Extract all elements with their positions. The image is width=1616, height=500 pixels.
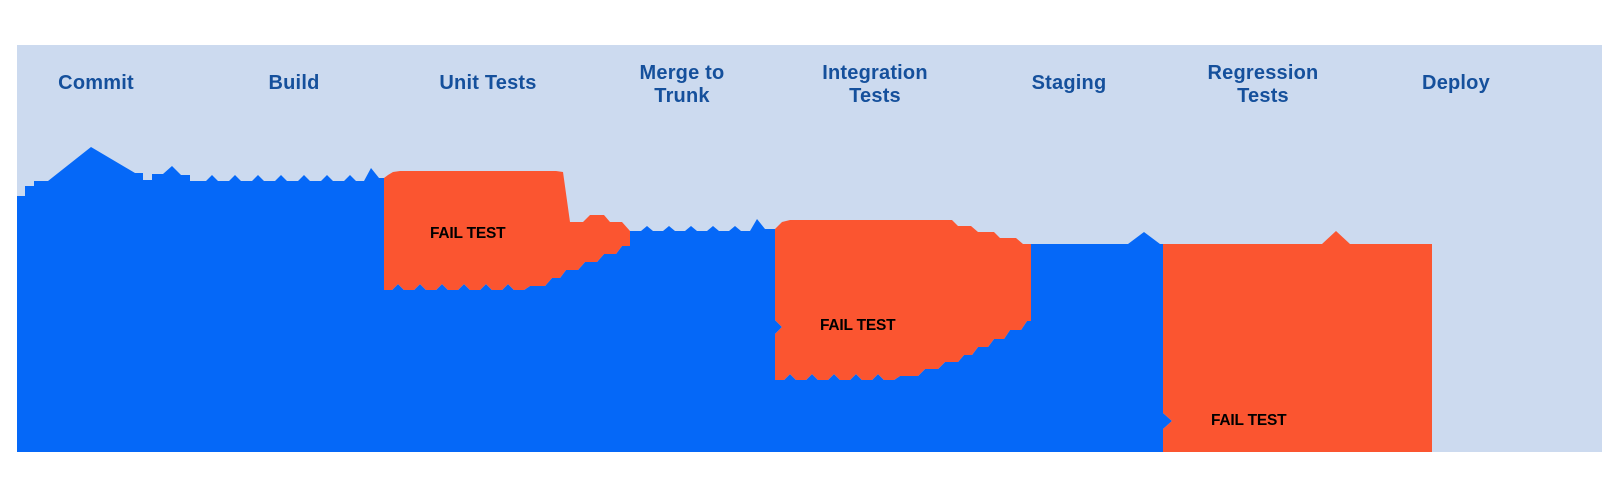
passing-area-blue bbox=[17, 147, 1172, 452]
fail-region-unit-tests bbox=[384, 171, 630, 290]
fail-region-regression-tests bbox=[1163, 231, 1432, 452]
fail-region-integration-tests bbox=[775, 220, 1031, 380]
